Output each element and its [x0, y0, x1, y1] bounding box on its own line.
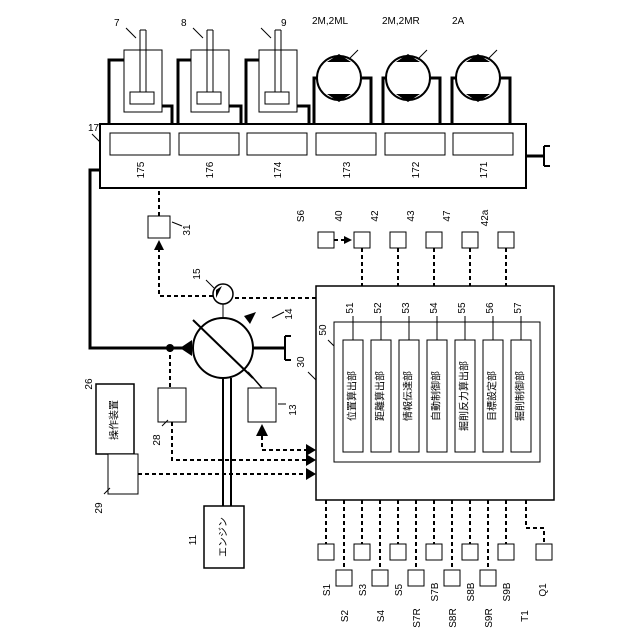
cyl-8-ref: 8: [181, 18, 187, 29]
block-52-label: 距離算出部: [374, 371, 387, 421]
motor-2a: 2A: [452, 16, 500, 102]
block-51-label: 位置算出部: [346, 371, 359, 421]
bottom-sensors: S1 S2 S3 S4 S5 S7R S7B S8R S8B S9R S9B T…: [318, 500, 552, 628]
block-52-ref: 52: [373, 302, 384, 314]
sensor-s7b: S7B: [430, 582, 441, 601]
top-device-43: 43: [406, 210, 417, 222]
sensor-s7r: S7R: [412, 608, 423, 627]
cylinder-7: 7: [114, 18, 162, 112]
sensor-s8b: S8B: [466, 582, 477, 601]
operation-device-ref: 26: [84, 378, 95, 390]
top-devices: S6 40 42 43 47 42a: [296, 209, 514, 286]
cylinder-9: 9: [259, 18, 297, 112]
valve-31-ref: 31: [182, 224, 193, 236]
motor-2mr-ref: 2M,2MR: [382, 16, 420, 27]
sensor-s9b: S9B: [502, 582, 513, 601]
motor-2a-ref: 2A: [452, 16, 465, 27]
block-55-label: 掘削反力算出部: [458, 361, 471, 431]
top-device-42a: 42a: [480, 209, 491, 226]
main-pump-14: 14: [180, 308, 295, 378]
engine-label: エンジン: [219, 517, 230, 557]
sensor-28: 28: [152, 388, 186, 446]
block-53-ref: 53: [401, 302, 412, 314]
spool-171-ref: 171: [479, 161, 490, 178]
block-53-label: 情報伝達部: [402, 371, 415, 421]
controller-inner-ref: 50: [318, 324, 329, 336]
operation-device-26: 操作装置 26: [84, 378, 134, 454]
spool-174-ref: 174: [273, 161, 284, 178]
unit-29: 29: [94, 454, 138, 514]
sensor-t1: T1: [520, 610, 531, 622]
sensor-s2: S2: [340, 609, 351, 622]
main-pump-ref: 14: [284, 308, 295, 320]
sensor-13: 13: [248, 388, 299, 422]
pilot-pump-15: 15: [192, 268, 233, 304]
top-device-40: 40: [334, 210, 345, 222]
cyl-7-ref: 7: [114, 18, 120, 29]
valve-block-ref: 17: [88, 123, 100, 134]
top-device-s6: S6: [296, 209, 307, 222]
spool-173-ref: 173: [342, 161, 353, 178]
block-54-ref: 54: [429, 302, 440, 314]
top-device-42: 42: [370, 210, 381, 222]
sensor-s1: S1: [322, 583, 333, 596]
sensor-s5: S5: [394, 583, 405, 596]
engine-ref: 11: [188, 534, 199, 545]
cylinder-8: 8: [181, 18, 229, 112]
block-56-ref: 56: [485, 302, 496, 314]
valve-block: 17 175 176 174 173 172 171: [88, 123, 550, 188]
spool-172-ref: 172: [411, 161, 422, 178]
sensor-s8r: S8R: [448, 608, 459, 627]
cyl-9-ref: 9: [281, 18, 287, 29]
block-57-ref: 57: [513, 302, 524, 314]
block-56-label: 目標設定部: [486, 371, 499, 421]
valve-31: 31: [148, 216, 193, 238]
block-57-label: 掘削制御部: [514, 371, 527, 421]
block-54-label: 自動制御部: [430, 371, 443, 421]
sensor-28-ref: 28: [152, 434, 163, 446]
operation-device-label: 操作装置: [108, 400, 121, 440]
sensor-13-ref: 13: [288, 404, 299, 416]
sensor-s9r: S9R: [484, 608, 495, 627]
motor-2m-l: 2M,2ML: [312, 16, 361, 102]
controller-outer-ref: 30: [296, 356, 307, 368]
engine-11: エンジン 11: [188, 506, 244, 568]
controller-30: 30 50 位置算出部 距離算出部 情報伝達部 自動制御部 掘削反力算出部 目標…: [296, 286, 554, 500]
unit-29-ref: 29: [94, 502, 105, 514]
motor-2m-r: 2M,2MR: [382, 16, 430, 102]
motor-2ml-ref: 2M,2ML: [312, 16, 349, 27]
sensor-s3: S3: [358, 583, 369, 596]
pilot-pump-ref: 15: [192, 268, 203, 280]
sensor-q1: Q1: [538, 583, 549, 597]
block-55-ref: 55: [457, 302, 468, 314]
sensor-s4: S4: [376, 609, 387, 622]
top-device-47: 47: [442, 210, 453, 222]
spool-175-ref: 175: [136, 161, 147, 178]
spool-176-ref: 176: [205, 161, 216, 178]
block-51-ref: 51: [345, 302, 356, 314]
